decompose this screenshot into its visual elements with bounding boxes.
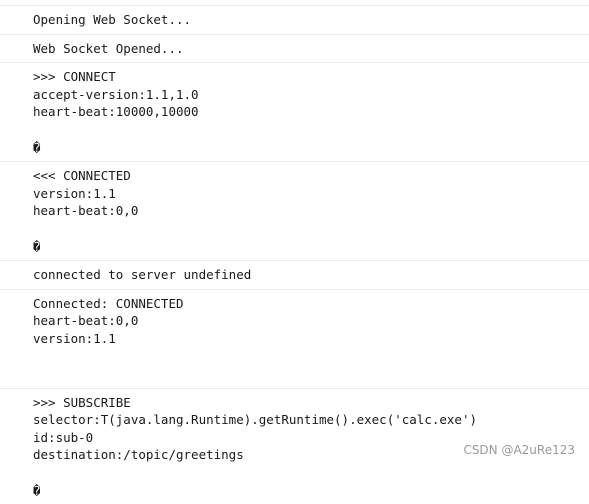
log-entry-connected-frame: <<< CONNECTED version:1.1 heart-beat:0,0…: [0, 161, 589, 260]
watermark: CSDN @A2uRe123: [463, 443, 575, 457]
log-line: selector:T(java.lang.Runtime).getRuntime…: [33, 412, 478, 428]
log-line-null-char: �: [33, 238, 41, 254]
log-line-blank: [33, 464, 589, 482]
log-line: heart-beat:10000,10000: [33, 104, 199, 120]
log-line-blank: [33, 220, 589, 238]
log-line: Web Socket Opened...: [33, 40, 184, 56]
log-line: Opening Web Socket...: [33, 12, 192, 27]
console-log: Opening Web Socket... Web Socket Opened.…: [0, 5, 589, 504]
log-line: connected to server undefined: [33, 267, 252, 283]
log-line-blank: [33, 365, 589, 383]
log-line: >>> CONNECT: [33, 69, 116, 85]
log-line-blank: [33, 348, 589, 366]
log-line: Connected: CONNECTED: [33, 295, 184, 311]
log-entry-connect-frame: >>> CONNECT accept-version:1.1,1.0 heart…: [0, 62, 589, 161]
log-entry-opening: Opening Web Socket...: [0, 5, 589, 34]
log-line-null-char: �: [33, 139, 41, 155]
log-line: >>> SUBSCRIBE: [33, 394, 131, 410]
log-line: heart-beat:0,0: [33, 203, 139, 219]
log-line: id:sub-0: [33, 429, 94, 445]
log-line: version:1.1: [33, 330, 116, 346]
log-entry-connected-summary: Connected: CONNECTED heart-beat:0,0 vers…: [0, 288, 589, 388]
log-line: <<< CONNECTED: [33, 168, 131, 184]
log-line: version:1.1: [33, 185, 116, 201]
log-entry-opened: Web Socket Opened...: [0, 33, 589, 63]
log-entry-server: connected to server undefined: [0, 260, 589, 289]
log-line: destination:/topic/greetings: [33, 447, 244, 463]
log-line-blank: [33, 121, 589, 139]
log-line-null-char: �: [33, 482, 41, 498]
log-line: accept-version:1.1,1.0: [33, 86, 199, 102]
log-entry-subscribe-frame: >>> SUBSCRIBE selector:T(java.lang.Runti…: [0, 387, 589, 504]
log-line: heart-beat:0,0: [33, 313, 139, 329]
